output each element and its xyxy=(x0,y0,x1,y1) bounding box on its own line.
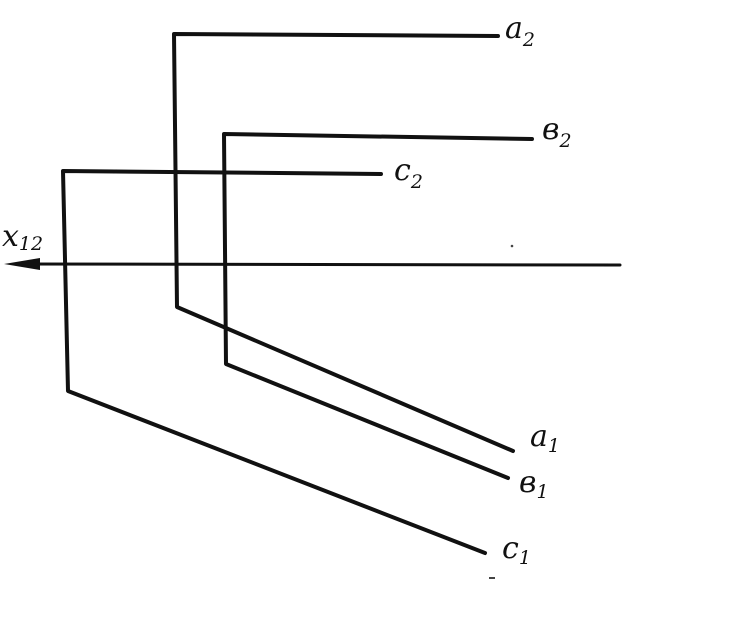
scan-speck xyxy=(510,244,514,248)
label-c2: c2 xyxy=(394,153,423,193)
line-c-projection xyxy=(61,169,487,555)
scan-speck xyxy=(489,577,495,579)
axis-label: x12 xyxy=(2,219,43,255)
axis-arrowhead xyxy=(4,258,40,270)
axis-line xyxy=(18,262,622,267)
label-b1: в1 xyxy=(519,465,549,503)
label-a2: a2 xyxy=(505,11,535,51)
label-c1: c1 xyxy=(502,531,531,569)
label-a1: a1 xyxy=(530,419,560,457)
line-c xyxy=(61,169,487,555)
label-b2: в2 xyxy=(542,112,572,152)
line-b xyxy=(222,132,534,480)
axis-x12: x12 xyxy=(2,219,622,270)
line-b-projection xyxy=(222,132,534,480)
